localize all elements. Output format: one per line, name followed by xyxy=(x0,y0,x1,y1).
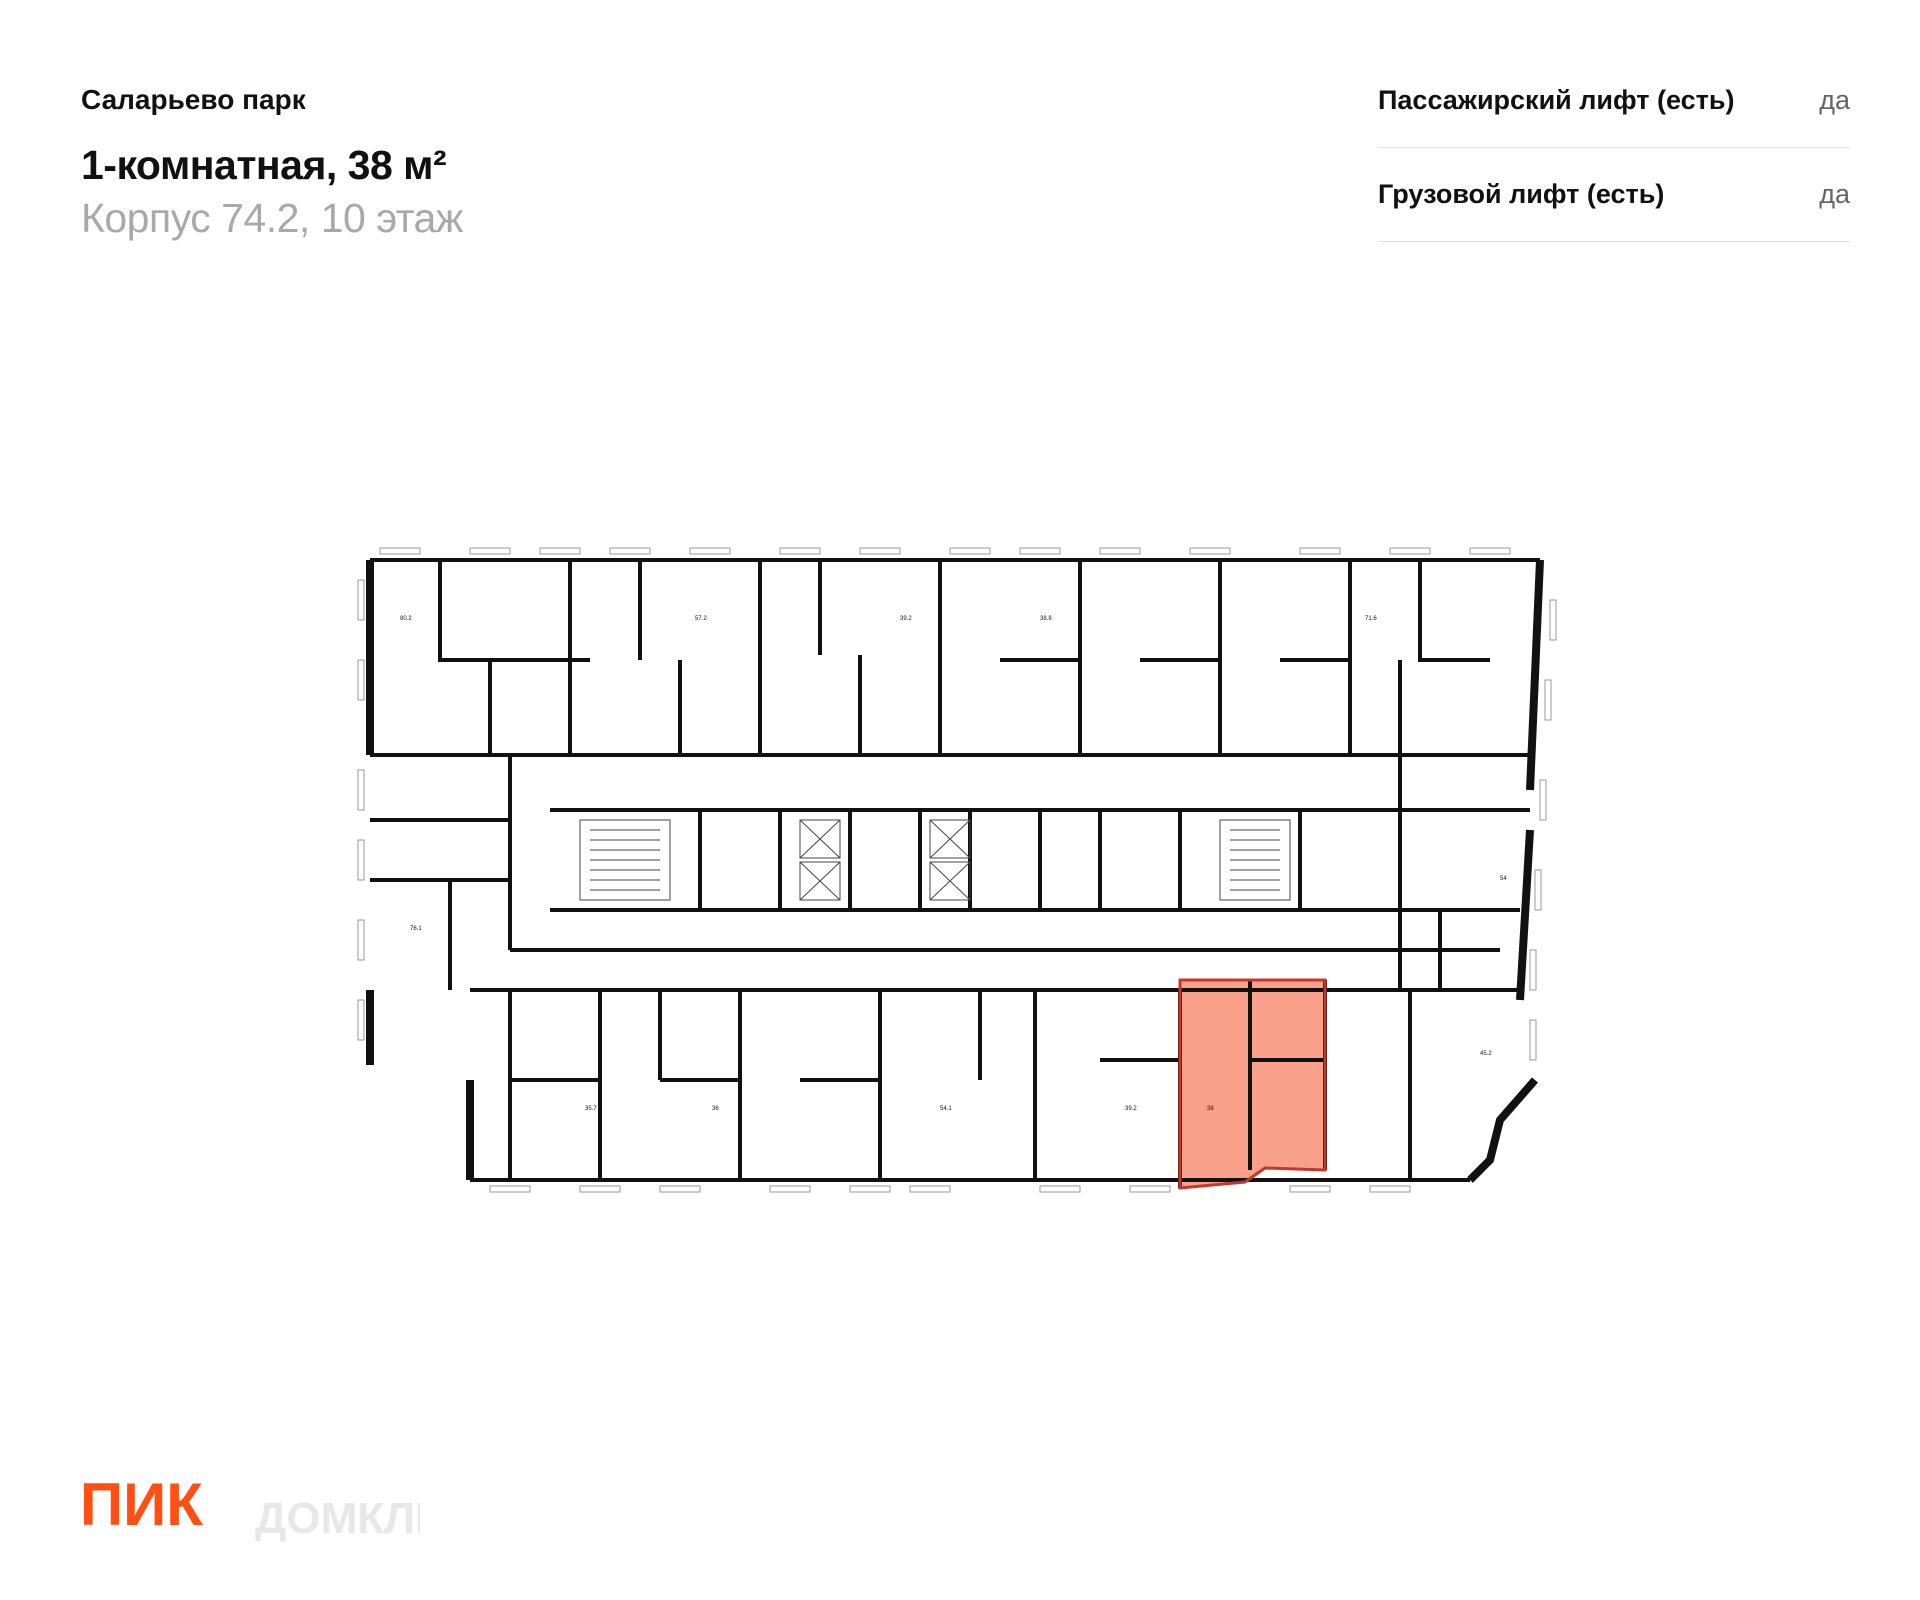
area-label: 80.2 xyxy=(400,616,412,622)
area-label-selected: 38 xyxy=(1207,1106,1214,1112)
area-label: 36 xyxy=(712,1106,719,1112)
area-label: 39.2 xyxy=(900,616,912,622)
feature-label: Грузовой лифт (есть) xyxy=(1378,179,1665,209)
building-floor-subtitle: Корпус 74.2, 10 этаж xyxy=(81,195,463,241)
area-label: 45.2 xyxy=(1480,1051,1492,1057)
area-label: 35.7 xyxy=(585,1106,597,1112)
brand-logo: ДОМКЛИК ПИК xyxy=(80,1471,474,1543)
pik-logo-text: ПИК xyxy=(80,1473,203,1538)
area-label: 54 xyxy=(1500,876,1507,882)
area-label: 38.8 xyxy=(1040,616,1052,622)
core-details xyxy=(579,819,1291,901)
feature-row-freight-lift: Грузовой лифт (есть) да xyxy=(1378,148,1850,242)
selected-apartment-highlight[interactable] xyxy=(1180,980,1325,1188)
area-label: 39.2 xyxy=(1125,1106,1137,1112)
project-name: Саларьево парк xyxy=(81,84,306,115)
outer-walls xyxy=(366,559,1544,1183)
area-label: 54.1 xyxy=(940,1106,952,1112)
selected-apartment-border xyxy=(1178,978,1327,1190)
area-label: 71.6 xyxy=(1365,616,1377,622)
floor-plan-drawing: 80.2 57.2 39.2 38.8 71.6 54 76.1 45.2 35… xyxy=(357,547,1557,1193)
area-labels: 80.2 57.2 39.2 38.8 71.6 54 76.1 45.2 35… xyxy=(400,616,1507,1112)
features-list: Пассажирский лифт (есть) да Грузовой лиф… xyxy=(1378,54,1850,242)
feature-row-passenger-lift: Пассажирский лифт (есть) да xyxy=(1378,54,1850,148)
feature-label: Пассажирский лифт (есть) xyxy=(1378,85,1735,115)
apartment-title: 1-комнатная, 38 м² xyxy=(81,142,447,188)
floor-plan: 80.2 57.2 39.2 38.8 71.6 54 76.1 45.2 35… xyxy=(340,520,1590,1220)
feature-value: да xyxy=(1819,85,1850,115)
area-label: 57.2 xyxy=(695,616,707,622)
windows xyxy=(357,547,1557,1193)
domclick-watermark: ДОМКЛИК xyxy=(255,1494,420,1543)
feature-value: да xyxy=(1819,179,1850,209)
area-label: 76.1 xyxy=(410,926,422,932)
pik-logo-graphic: ДОМКЛИК ПИК xyxy=(80,1471,474,1543)
walls xyxy=(370,558,1540,1188)
